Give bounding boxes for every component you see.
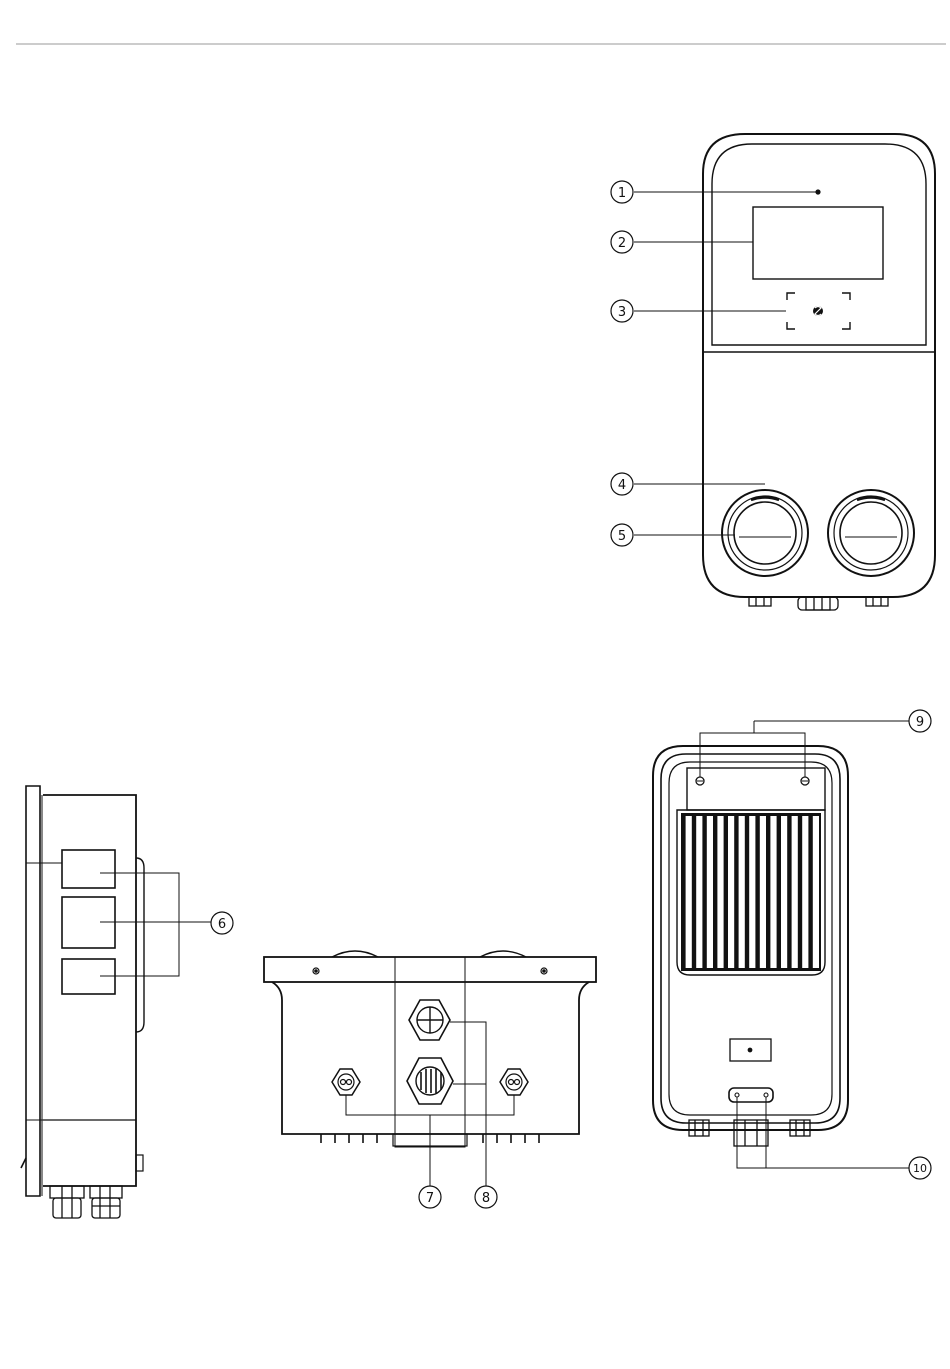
heatsink-fin <box>760 816 766 968</box>
heatsink-fin <box>696 816 702 968</box>
heatsink-fin <box>707 816 713 968</box>
front-leader-lines <box>634 192 816 535</box>
callout-8-label: 8 <box>482 1191 490 1206</box>
heatsink-fins <box>681 813 821 971</box>
display-screen <box>753 207 883 279</box>
callout-5-label: 5 <box>618 529 626 544</box>
large-cable-gland-upper <box>409 1000 450 1040</box>
callout-4: 4 <box>611 473 633 495</box>
front-housing-outer <box>703 134 935 597</box>
callout-2-label: 2 <box>618 236 626 251</box>
heatsink-fin <box>739 816 745 968</box>
heatsink-fin <box>717 816 723 968</box>
callout-10: 10 <box>909 1157 931 1179</box>
callout-6-label: 6 <box>218 917 226 932</box>
socket-left <box>722 490 808 576</box>
status-indicator-dot <box>816 190 820 194</box>
callout-9-label: 9 <box>916 715 924 730</box>
back-glands <box>689 1120 810 1146</box>
callout-2: 2 <box>611 231 633 253</box>
heatsink-fin <box>728 816 734 968</box>
back-mount-plate <box>687 768 825 810</box>
callout-7: 7 <box>419 1186 441 1208</box>
callout-9: 9 <box>909 710 931 732</box>
front-bottom-glands <box>749 597 888 610</box>
side-label-1 <box>62 850 115 888</box>
callout-1: 1 <box>611 181 633 203</box>
small-gland-right <box>500 1069 528 1095</box>
heatsink-fin <box>781 816 787 968</box>
heatsink-fin <box>813 816 819 968</box>
socket-right <box>828 490 914 576</box>
wall-bracket <box>26 786 40 1196</box>
side-housing <box>43 795 136 1186</box>
side-view <box>21 786 211 1218</box>
heatsink-fin <box>770 816 776 968</box>
callout-1-label: 1 <box>618 186 626 201</box>
rfid-reader-area <box>787 293 850 329</box>
callout-3-label: 3 <box>618 305 626 320</box>
side-leader-lines <box>100 873 211 976</box>
front-view <box>634 134 935 610</box>
callout-5: 5 <box>611 524 633 546</box>
heatsink-fin <box>802 816 808 968</box>
heatsink-fin <box>749 816 755 968</box>
callout-6: 6 <box>211 912 233 934</box>
callout-3: 3 <box>611 300 633 322</box>
callout-8: 8 <box>475 1186 497 1208</box>
heatsink-fin <box>792 816 798 968</box>
heatsink-fin <box>686 816 692 968</box>
small-gland-left <box>332 1069 360 1095</box>
callout-4-label: 4 <box>618 478 626 493</box>
callout-7-label: 7 <box>426 1191 434 1206</box>
large-cable-gland-lower <box>407 1058 453 1104</box>
bottom-view <box>264 951 596 1186</box>
side-glands <box>50 1186 122 1218</box>
back-view <box>653 721 909 1168</box>
callout-10-label: 10 <box>913 1162 927 1175</box>
